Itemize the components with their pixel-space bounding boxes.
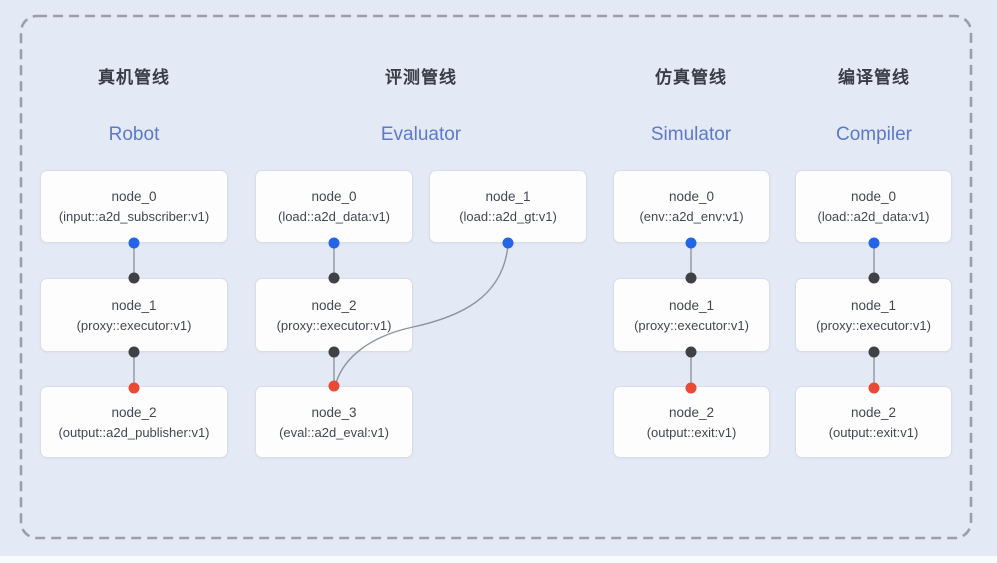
node-box-robot-1[interactable]: node_1 (proxy::executor:v1) <box>40 278 228 352</box>
node-box-evaluator-0[interactable]: node_0 (load::a2d_data:v1) <box>255 170 413 243</box>
node-box-robot-0[interactable]: node_0 (input::a2d_subscriber:v1) <box>40 170 228 243</box>
node-title: node_1 <box>850 297 897 313</box>
node-title: node_3 <box>311 404 357 420</box>
node-title: node_1 <box>668 297 715 313</box>
node-box-simulator-2[interactable]: node_2 (output::exit:v1) <box>613 386 770 458</box>
node-subtitle: (output::exit:v1) <box>828 424 919 440</box>
node-subtitle: (load::a2d_gt:v1) <box>459 209 557 224</box>
node-title: node_0 <box>668 189 715 204</box>
pipeline-title-en-evaluator: Evaluator <box>380 124 462 145</box>
node-title: node_2 <box>668 404 715 420</box>
pipeline-title-cn-robot: 真机管线 <box>98 68 170 87</box>
bottom-strip <box>0 556 997 563</box>
node-subtitle: (env::a2d_env:v1) <box>639 209 744 224</box>
node-box-robot-2[interactable]: node_2 (output::a2d_publisher:v1) <box>40 386 228 458</box>
node-box-simulator-0[interactable]: node_0 (env::a2d_env:v1) <box>613 170 770 243</box>
node-box-evaluator-1[interactable]: node_1 (load::a2d_gt:v1) <box>429 170 587 243</box>
node-title: node_2 <box>111 404 157 420</box>
node-title: node_0 <box>850 189 897 204</box>
node-box-evaluator-2[interactable]: node_2 (proxy::executor:v1) <box>255 278 413 352</box>
pipeline-title-en-compiler: Compiler <box>835 124 913 145</box>
node-title: node_2 <box>850 404 897 420</box>
node-subtitle: (load::a2d_data:v1) <box>817 209 930 224</box>
node-title: node_2 <box>311 297 357 313</box>
node-subtitle: (input::a2d_subscriber:v1) <box>58 209 210 224</box>
node-box-compiler-2[interactable]: node_2 (output::exit:v1) <box>795 386 952 458</box>
node-subtitle: (proxy::executor:v1) <box>634 317 749 333</box>
node-subtitle: (proxy::executor:v1) <box>276 317 392 333</box>
node-subtitle: (eval::a2d_eval:v1) <box>279 424 389 440</box>
dashed-border <box>19 14 973 540</box>
pipeline-title-en-robot: Robot <box>108 124 160 145</box>
node-box-compiler-1[interactable]: node_1 (proxy::executor:v1) <box>795 278 952 352</box>
node-title: node_1 <box>111 297 157 313</box>
node-box-evaluator-3[interactable]: node_3 (eval::a2d_eval:v1) <box>255 386 413 458</box>
pipeline-title-cn-compiler: 编译管线 <box>838 68 910 87</box>
pipeline-title-en-simulator: Simulator <box>650 124 732 145</box>
pipeline-title-cn-simulator: 仿真管线 <box>655 68 727 87</box>
node-subtitle: (output::exit:v1) <box>646 424 737 440</box>
node-subtitle: (load::a2d_data:v1) <box>277 209 391 224</box>
node-subtitle: (output::a2d_publisher:v1) <box>58 424 210 440</box>
node-title: node_0 <box>311 189 357 204</box>
node-box-simulator-1[interactable]: node_1 (proxy::executor:v1) <box>613 278 770 352</box>
node-subtitle: (proxy::executor:v1) <box>816 317 931 333</box>
node-title: node_0 <box>111 189 157 204</box>
pipeline-title-cn-evaluator: 评测管线 <box>385 68 457 87</box>
node-subtitle: (proxy::executor:v1) <box>76 317 192 333</box>
node-box-compiler-0[interactable]: node_0 (load::a2d_data:v1) <box>795 170 952 243</box>
node-title: node_1 <box>485 189 531 204</box>
